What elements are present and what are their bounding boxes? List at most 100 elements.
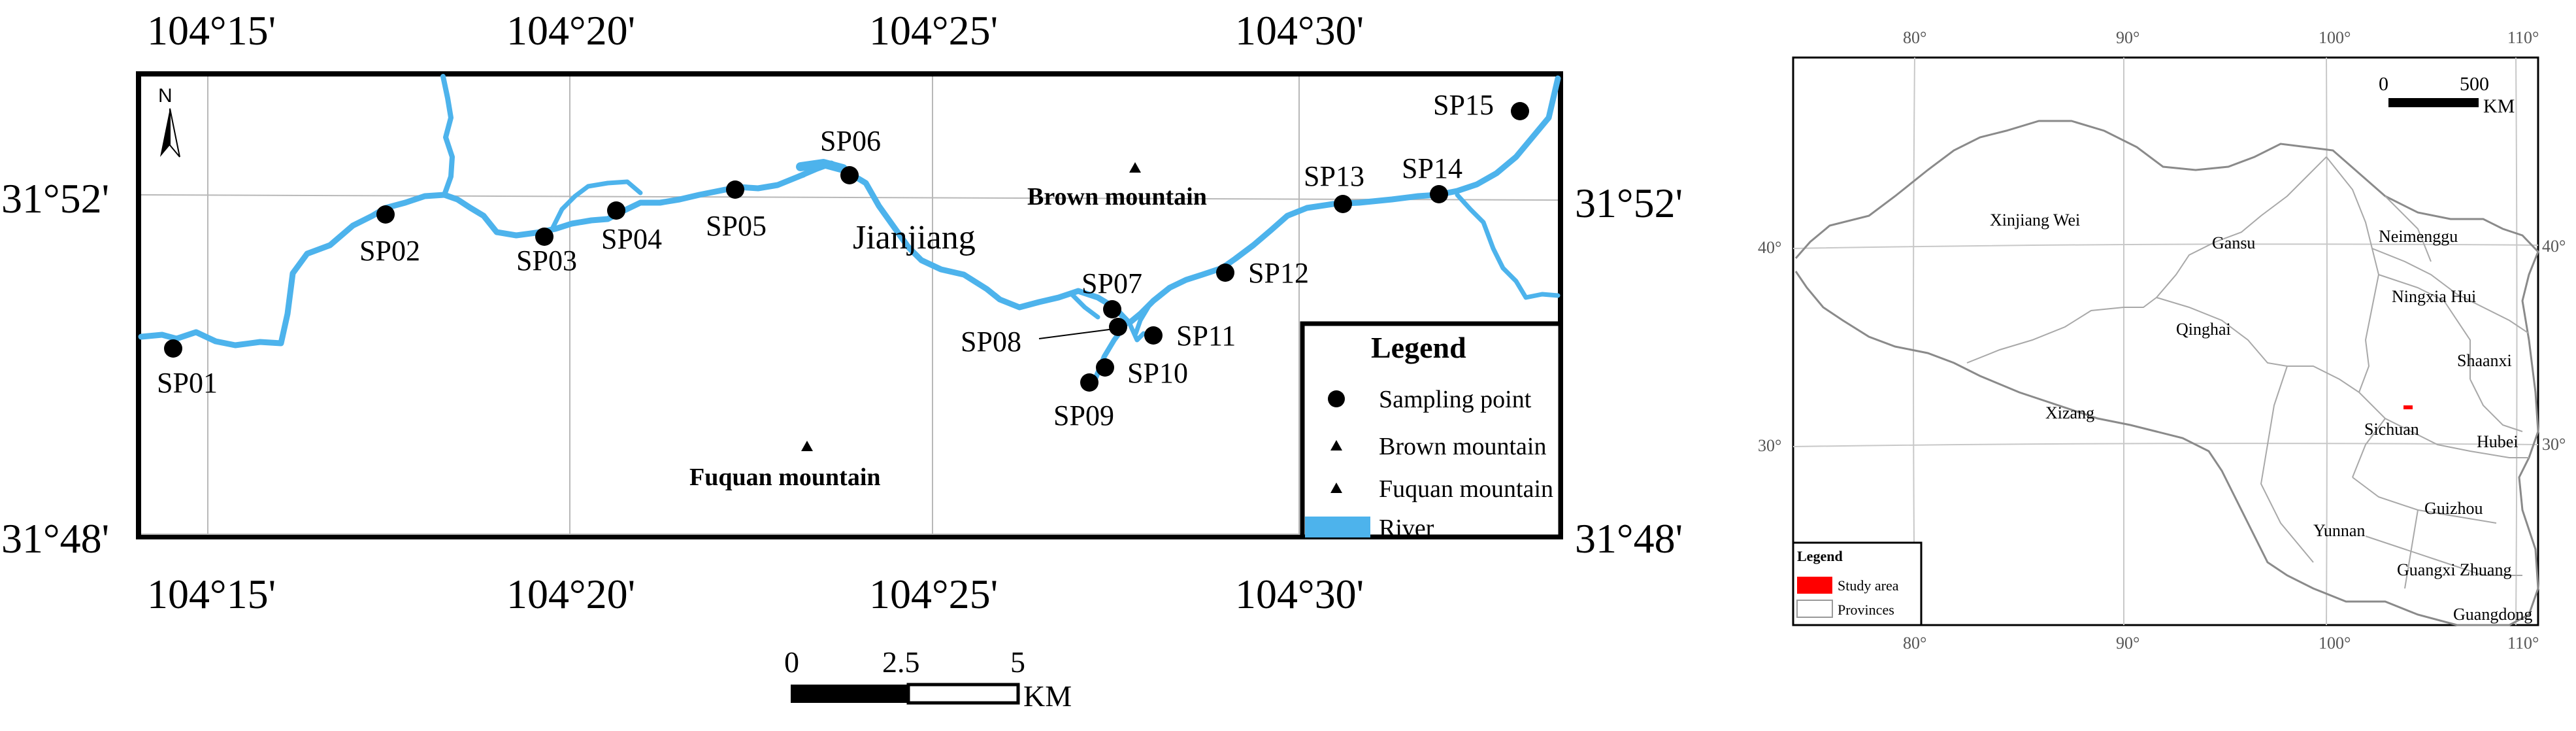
inset-tick-label: 100° xyxy=(2319,28,2351,47)
sampling-point-marker xyxy=(535,228,553,246)
inset-scale-tick: 500 xyxy=(2460,73,2489,95)
sp-label: SP14 xyxy=(1402,152,1462,184)
sp-label: SP08 xyxy=(961,326,1021,358)
sp-label: SP09 xyxy=(1053,400,1114,432)
inset-tick-label: 30° xyxy=(1758,436,1781,455)
inset-province-labels: Xinjiang Wei Gansu Neimenggu Ningxia Hui… xyxy=(1990,211,2532,624)
lat-label-right: 31°48' xyxy=(1575,515,1683,562)
inset-legend-provinces-swatch xyxy=(1796,600,1833,618)
inset-tick-label: 110° xyxy=(2507,634,2539,653)
sp-label: SP05 xyxy=(706,210,767,242)
inset-legend-item: Study area xyxy=(1838,577,1899,594)
sampling-point-marker xyxy=(1511,102,1529,120)
lat-label-right: 31°52' xyxy=(1575,180,1683,226)
study-area-marker xyxy=(2403,405,2413,409)
inset-legend-title: Legend xyxy=(1797,548,1843,564)
lon-label-top-1: 104°15' xyxy=(147,7,276,54)
inset-tick-label: 90° xyxy=(2116,634,2139,653)
scale-unit-label: KM xyxy=(1023,679,1072,713)
sampling-point-marker xyxy=(1216,264,1234,282)
inset-legend-study-swatch xyxy=(1797,577,1832,594)
province-label: Shaanxi xyxy=(2457,351,2512,370)
lon-label-top-2: 104°20' xyxy=(506,7,635,54)
inset-bottom-ticks: 80° 90° 100° 110° xyxy=(1903,634,2539,653)
inset-tick-label: 90° xyxy=(2116,28,2139,47)
inset-province-borders xyxy=(1966,156,2530,589)
lon-label-bottom: 104°20' xyxy=(506,571,635,617)
sampling-point-marker xyxy=(164,339,182,358)
lon-label-bottom: 104°25' xyxy=(869,571,998,617)
scale-tick-label: 0 xyxy=(784,645,799,679)
sp-label: SP15 xyxy=(1433,89,1494,121)
river xyxy=(138,74,1561,388)
inset-tick-label: 30° xyxy=(2542,435,2566,454)
inset-tick-label: 40° xyxy=(1758,238,1781,257)
lon-label-bottom: 104°30' xyxy=(1235,571,1364,617)
legend-item-label: River xyxy=(1379,515,1434,542)
inset-map: 80° 90° 100° 110° xyxy=(1758,28,2566,653)
lat-label-left: 31°48' xyxy=(1,515,109,562)
lon-label-top-3: 104°25' xyxy=(869,7,998,54)
province-label: Guangdong xyxy=(2453,605,2532,624)
inset-tick-label: 40° xyxy=(2542,237,2566,256)
province-label: Xizang xyxy=(2045,403,2094,422)
legend-sampling-point-symbol xyxy=(1328,390,1345,407)
sp-label: SP02 xyxy=(359,235,420,267)
sp-label: SP07 xyxy=(1082,267,1142,299)
inset-tick-label: 110° xyxy=(2507,28,2539,47)
sampling-point-labels: SP01 SP02 SP03 SP04 SP05 SP06 SP07 SP08 … xyxy=(157,89,1494,432)
inset-tick-label: 100° xyxy=(2319,634,2351,653)
province-label: Qinghai xyxy=(2176,320,2231,339)
main-map: 104°15' 104°20' 104°25' 104°30' xyxy=(1,7,1683,713)
inset-top-ticks: 80° 90° 100° 110° xyxy=(1903,28,2539,47)
sampling-point-marker xyxy=(376,205,395,224)
scale-tick-label: 5 xyxy=(1010,645,1025,679)
sampling-points xyxy=(164,102,1529,392)
inset-tick-label: 80° xyxy=(1903,28,1926,47)
mountain-marker-brown xyxy=(1129,162,1141,173)
sp-label: SP06 xyxy=(820,125,881,157)
sampling-point-marker xyxy=(1144,326,1163,345)
legend-item-label: Brown mountain xyxy=(1379,433,1546,460)
inset-scale-tick: 0 xyxy=(2379,73,2388,95)
province-label: Neimenggu xyxy=(2379,227,2458,246)
sp-label: SP01 xyxy=(157,367,218,399)
mountains: Brown mountain Fuquan mountain xyxy=(689,162,1207,491)
inset-tick-label: 80° xyxy=(1903,634,1926,653)
place-label-jianjiang: Jianjiang xyxy=(853,219,976,256)
north-arrow-label: N xyxy=(158,85,173,107)
province-label: Hubei xyxy=(2477,432,2518,451)
inset-scale-unit: KM xyxy=(2483,95,2515,117)
inset-graticule xyxy=(1792,57,2539,626)
inset-country-outline xyxy=(1794,120,2539,626)
legend-mountain-symbol xyxy=(1330,440,1342,450)
legend-river-swatch xyxy=(1305,517,1370,537)
lon-label-top-4: 104°30' xyxy=(1235,7,1364,54)
lon-label-bottom: 104°15' xyxy=(147,571,276,617)
sp-label: SP12 xyxy=(1248,257,1309,289)
sampling-point-marker xyxy=(840,166,859,184)
main-latitude-labels: 31°52' 31°48' 31°52' 31°48' xyxy=(1,175,1683,562)
legend-item-label: Fuquan mountain xyxy=(1379,475,1553,503)
mountain-marker-fuquan xyxy=(801,441,813,451)
inset-frame xyxy=(1792,56,2539,626)
legend-mountain-symbol xyxy=(1330,483,1342,493)
lat-label-left: 31°52' xyxy=(1,175,109,222)
main-legend: Legend Sampling point Brown mountain Fuq… xyxy=(1300,321,1563,542)
province-label: Sichuan xyxy=(2364,420,2419,439)
sampling-point-marker xyxy=(1109,318,1127,336)
sp-label: SP13 xyxy=(1304,160,1364,192)
sampling-point-marker xyxy=(726,180,744,199)
main-top-longitude-labels: 104°15' 104°20' 104°25' 104°30' xyxy=(147,7,1364,54)
inset-scale-bar: 0 500 KM xyxy=(2379,73,2515,117)
legend-title: Legend xyxy=(1371,331,1466,364)
sampling-point-marker xyxy=(1096,358,1114,377)
province-label: Guizhou xyxy=(2424,499,2483,518)
mountain-label-fuquan: Fuquan mountain xyxy=(689,464,881,491)
sp-label: SP10 xyxy=(1127,357,1188,389)
main-bottom-longitude-labels: 104°15' 104°20' 104°25' 104°30' xyxy=(147,571,1364,617)
legend-item-label: Sampling point xyxy=(1379,386,1532,413)
sp-label: SP11 xyxy=(1176,320,1236,352)
scale-tick-label: 2.5 xyxy=(882,645,920,679)
north-arrow-icon: N xyxy=(158,85,180,158)
